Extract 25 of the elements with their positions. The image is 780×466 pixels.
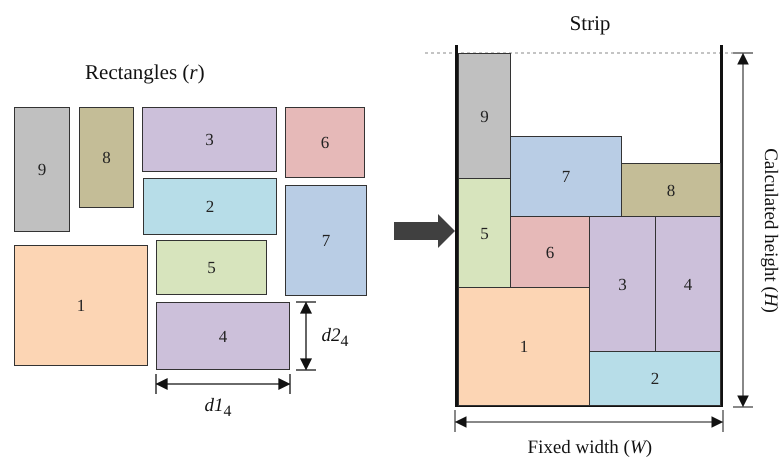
rectangle-piece: 7	[285, 185, 367, 296]
rectangle-piece: 1	[14, 245, 148, 366]
rectangle-piece: 4	[655, 216, 721, 352]
rectangle-piece: 3	[142, 107, 277, 172]
rectangle-piece: 7	[510, 136, 622, 217]
rectangle-piece: 6	[510, 216, 590, 288]
rectangle-piece: 5	[156, 240, 267, 295]
axis-label: Fixed width (W)	[528, 438, 652, 456]
rectangle-piece: 3	[589, 216, 656, 352]
panel-title: Strip	[570, 13, 610, 34]
rectangle-piece: 2	[589, 351, 721, 406]
rectangle-piece: 4	[156, 302, 290, 370]
rectangle-piece: 9	[14, 107, 70, 232]
arrow	[394, 214, 455, 248]
panel-title: Rectangles (r)	[85, 62, 205, 82]
rectangle-piece: 8	[79, 107, 134, 208]
dimension-label: d1$_{4}$	[204, 396, 232, 420]
rectangle-piece: 9	[458, 53, 511, 179]
axis-label: Calculated height (H)	[760, 148, 780, 312]
dimension-label: d2$_{4}$	[322, 326, 348, 350]
rectangle-piece: 5	[458, 178, 511, 288]
rectangle-piece: 1	[458, 287, 590, 406]
rectangle-piece: 6	[285, 107, 365, 178]
rectangle-piece: 2	[143, 178, 277, 235]
rectangle-piece: 8	[621, 163, 721, 217]
